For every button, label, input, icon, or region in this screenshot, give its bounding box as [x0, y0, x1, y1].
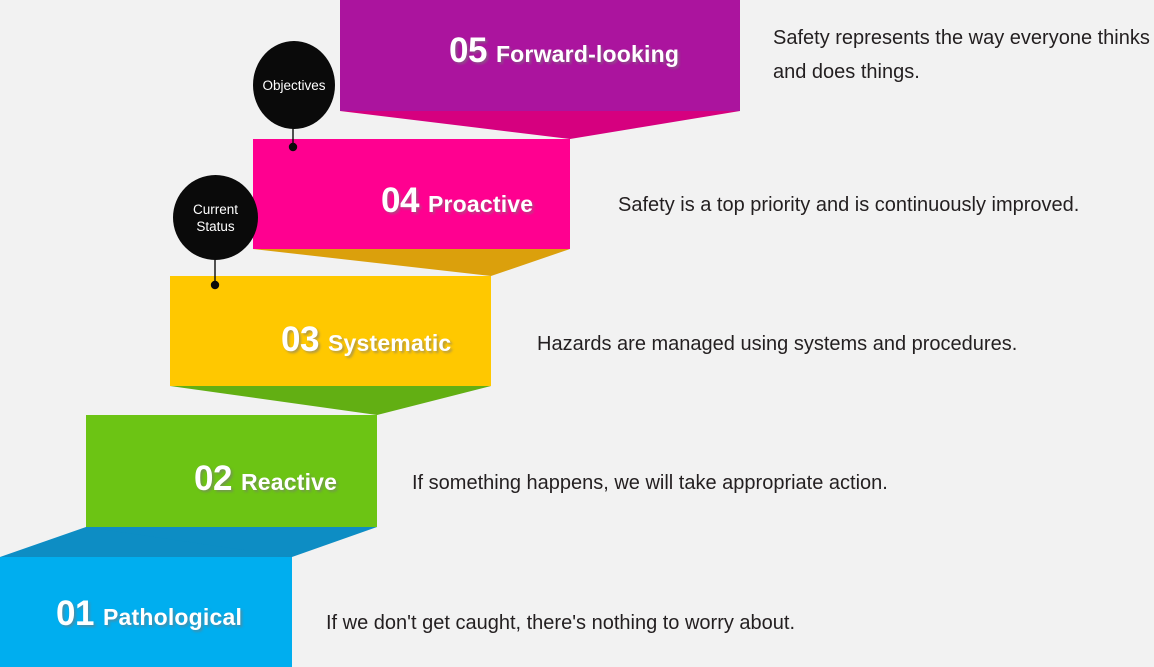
marker-current-status-pin-dot [210, 280, 220, 290]
marker-current-status-label: Current Status [192, 201, 238, 234]
marker-current-status: Current Status [173, 175, 258, 260]
step-05-description: Safety represents the way everyone think… [773, 27, 1150, 83]
marker-objectives-label: Objectives [262, 77, 326, 93]
step-01-description: If we don't get caught, there's nothing … [326, 612, 796, 634]
step-02-description: If something happens, we will take appro… [412, 472, 888, 494]
marker-objectives: Objectives [253, 41, 335, 129]
step-03-description: Hazards are managed using systems and pr… [537, 333, 1018, 355]
step-01-face [0, 557, 292, 667]
step-04-description: Safety is a top priority and is continuo… [618, 194, 1080, 216]
marker-pin-dots [210, 142, 298, 290]
step-05-face [340, 0, 740, 111]
step-03-face [170, 276, 491, 386]
marker-objectives-pin-dot [288, 142, 298, 152]
step-02-face [86, 415, 377, 527]
step-04-face [253, 139, 570, 249]
